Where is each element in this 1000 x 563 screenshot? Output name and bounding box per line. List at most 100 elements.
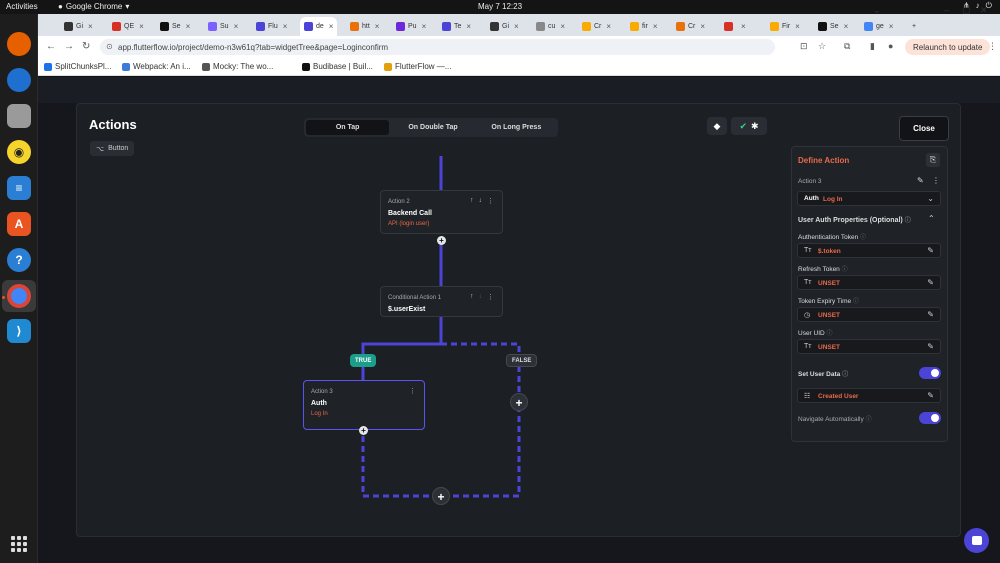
- move-up-icon[interactable]: ↑: [470, 197, 474, 204]
- tab-on-double-tap[interactable]: On Double Tap: [408, 124, 458, 131]
- bookmark-item[interactable]: Budibase | Buil...: [302, 62, 373, 71]
- action-node-3[interactable]: Action 3 Auth Log In ⋮: [303, 380, 425, 430]
- tab-close-icon[interactable]: ×: [700, 22, 706, 31]
- bookmark-item[interactable]: FlutterFlow —...: [384, 62, 451, 71]
- edit-icon[interactable]: ✎: [917, 176, 924, 185]
- code-icon[interactable]: ⎘: [926, 153, 940, 167]
- bookmark-star-icon[interactable]: ☆: [818, 41, 827, 51]
- site-info-icon[interactable]: ⊙: [106, 42, 113, 51]
- edit-icon[interactable]: ✎: [927, 310, 934, 319]
- maximize-icon[interactable]: ▢: [962, 5, 971, 15]
- add-action-after-icon[interactable]: +: [432, 487, 450, 505]
- browser-tab[interactable]: Gi×: [486, 17, 523, 36]
- more-icon[interactable]: ⋮: [932, 176, 940, 185]
- app-center-icon[interactable]: A: [7, 212, 31, 236]
- tab-close-icon[interactable]: ×: [282, 22, 288, 31]
- tab-close-icon[interactable]: ×: [795, 22, 800, 31]
- more-icon[interactable]: ⋮: [487, 198, 494, 205]
- edit-icon[interactable]: ✎: [927, 246, 934, 255]
- move-down-icon[interactable]: ↓: [478, 293, 483, 300]
- activities-button[interactable]: Activities: [6, 2, 38, 11]
- more-icon[interactable]: ⋮: [409, 388, 416, 395]
- bookmark-item[interactable]: SplitChunksPl...: [44, 62, 111, 71]
- tab-search-icon[interactable]: ⌄: [873, 5, 881, 15]
- tab-close-icon[interactable]: ×: [888, 22, 894, 31]
- action-node-2[interactable]: Action 2 Backend Call API (login user) ↑…: [380, 190, 503, 234]
- widget-chip[interactable]: ⌥ Button: [90, 141, 135, 156]
- browser-tab[interactable]: fir×: [626, 17, 662, 36]
- refresh-token-field[interactable]: Tт UNSET ✎: [797, 275, 941, 290]
- tab-close-icon[interactable]: ×: [421, 22, 427, 31]
- browser-tab[interactable]: Te×: [438, 17, 475, 36]
- bookmark-item[interactable]: Webpack: An i...: [122, 62, 191, 71]
- move-up-icon[interactable]: ↑: [470, 293, 474, 300]
- gem-icon[interactable]: ◆: [707, 117, 727, 135]
- browser-tab[interactable]: Su×: [204, 17, 242, 36]
- move-down-icon[interactable]: ↓: [478, 197, 483, 204]
- browser-tab[interactable]: Pu×: [392, 17, 430, 36]
- tab-close-icon[interactable]: ×: [88, 22, 93, 31]
- browser-tab[interactable]: cu×: [532, 17, 569, 36]
- browser-tab[interactable]: Se×: [156, 17, 194, 36]
- help-icon[interactable]: ?: [7, 248, 31, 272]
- token-expiry-field[interactable]: ◷ UNSET ✎: [797, 307, 941, 322]
- tab-close-icon[interactable]: ×: [328, 22, 334, 31]
- info-icon[interactable]: ⓘ: [865, 417, 872, 423]
- action-type-select[interactable]: Auth Log In ⌄: [797, 191, 941, 206]
- profile-avatar[interactable]: ●: [888, 41, 894, 51]
- tab-close-icon[interactable]: ×: [606, 22, 612, 31]
- add-false-action-icon[interactable]: +: [510, 393, 528, 411]
- tab-close-icon[interactable]: ×: [741, 22, 746, 31]
- tab-close-icon[interactable]: ×: [233, 22, 239, 31]
- created-user-field[interactable]: ☷ Created User ✎: [797, 388, 941, 403]
- app-menu[interactable]: ● Google Chrome ▾: [58, 2, 129, 11]
- chrome-dock-icon[interactable]: [7, 284, 31, 308]
- auth-token-field[interactable]: Tт $.token ✎: [797, 243, 941, 258]
- extensions-icon[interactable]: ⧉: [844, 41, 851, 51]
- install-app-icon[interactable]: ⊡: [800, 41, 808, 51]
- browser-tab[interactable]: ge×: [860, 17, 897, 36]
- system-tray[interactable]: ⋔ ♪ ⏻: [963, 1, 992, 11]
- forward-icon[interactable]: →: [64, 41, 74, 52]
- tab-close-icon[interactable]: ×: [374, 22, 380, 31]
- info-icon[interactable]: ⓘ: [860, 235, 867, 241]
- tab-on-tap[interactable]: On Tap: [306, 120, 390, 135]
- tab-on-long-press[interactable]: On Long Press: [491, 124, 542, 131]
- menu-icon[interactable]: ⋮: [988, 41, 997, 51]
- set-user-data-toggle[interactable]: [919, 367, 941, 379]
- info-icon[interactable]: ⓘ: [826, 331, 833, 337]
- conditional-node[interactable]: Conditional Action 1 $.userExist ↑ ↓ ⋮: [380, 286, 503, 317]
- tab-close-icon[interactable]: ×: [466, 22, 472, 31]
- reload-icon[interactable]: ↻: [82, 41, 91, 52]
- clock[interactable]: May 7 12:23: [478, 2, 523, 11]
- browser-tab[interactable]: Cr×: [578, 17, 615, 36]
- tab-close-icon[interactable]: ×: [185, 22, 191, 31]
- info-icon[interactable]: ⓘ: [841, 267, 848, 273]
- collapse-icon[interactable]: ⌃: [928, 214, 935, 223]
- firefox-icon[interactable]: [7, 32, 31, 56]
- browser-tab[interactable]: Fir×: [766, 17, 804, 36]
- navigate-toggle[interactable]: [919, 412, 941, 424]
- info-icon[interactable]: ⓘ: [852, 299, 859, 305]
- files-icon[interactable]: [7, 104, 31, 128]
- new-tab-icon[interactable]: +: [912, 23, 917, 30]
- back-icon[interactable]: ←: [46, 41, 56, 52]
- user-uid-field[interactable]: Tт UNSET ✎: [797, 339, 941, 354]
- browser-tab[interactable]: QE×: [108, 17, 148, 36]
- add-action-icon[interactable]: +: [359, 426, 368, 435]
- check-icon[interactable]: ✔: [739, 120, 747, 131]
- close-window-icon[interactable]: ✕: [980, 5, 988, 15]
- add-action-icon[interactable]: +: [437, 236, 446, 245]
- edit-icon[interactable]: ✎: [927, 278, 934, 287]
- tab-close-icon[interactable]: ×: [514, 22, 519, 31]
- vscode-icon[interactable]: ⟩: [7, 319, 31, 343]
- tab-close-icon[interactable]: ×: [139, 22, 144, 31]
- tab-close-icon[interactable]: ×: [843, 22, 849, 31]
- rhythmbox-icon[interactable]: ◉: [7, 140, 31, 164]
- browser-tab[interactable]: de×: [300, 17, 338, 36]
- url-input[interactable]: ⊙ app.flutterflow.io/project/demo-n3w61q…: [100, 39, 775, 55]
- tab-close-icon[interactable]: ×: [560, 22, 566, 31]
- minimize-icon[interactable]: –: [944, 5, 950, 15]
- browser-tab[interactable]: Se×: [814, 17, 852, 36]
- thunderbird-icon[interactable]: [7, 68, 31, 92]
